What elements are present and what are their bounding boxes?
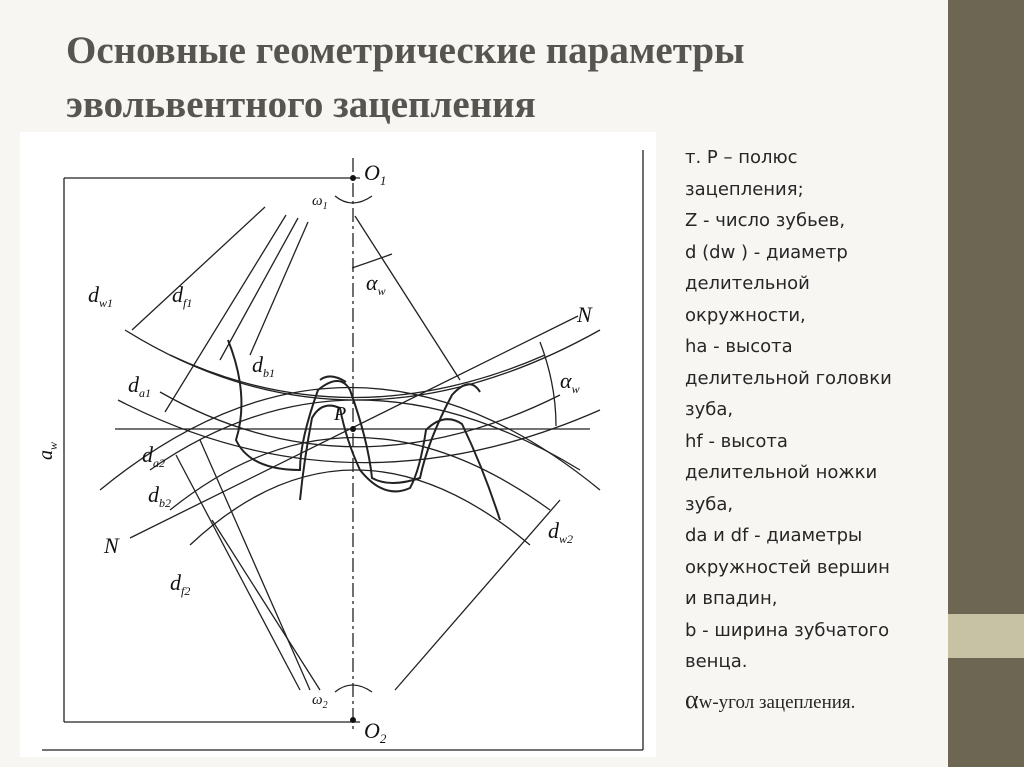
alpha-w-text: w-угол зацепления. — [698, 691, 856, 713]
label-da1: da1 — [128, 372, 151, 400]
db2-circle — [169, 436, 551, 511]
label-omega2: ω2 — [312, 692, 328, 711]
dw2-circle — [99, 387, 601, 491]
da2-circle — [149, 399, 581, 471]
db2-leader — [175, 454, 301, 691]
definitions-list: т. Р – полюс зацепления; Z - число зубье… — [685, 142, 935, 718]
definition-line: зацепления; — [685, 178, 804, 200]
label-p: P — [333, 403, 346, 425]
title-line-2: эвольвентного зацепления — [66, 83, 536, 126]
da1-circle — [159, 391, 561, 448]
pole-p-dot — [350, 426, 356, 432]
db1-leader — [219, 217, 299, 361]
alpha-symbol: α — [685, 684, 699, 714]
alpha-w-ray-top — [354, 215, 461, 381]
label-df2: df2 — [170, 570, 190, 598]
label-da2: da2 — [142, 442, 165, 470]
df2-circle — [189, 469, 531, 546]
definition-line: делительной головки — [685, 367, 892, 389]
label-n-bottom: N — [103, 533, 120, 558]
definition-line: зуба, — [685, 493, 734, 515]
svg-text:aw: aw — [35, 442, 60, 460]
definition-line: hf - высота — [685, 430, 788, 452]
label-alpha-w-top: αw — [366, 270, 386, 298]
label-db1: db1 — [252, 352, 275, 380]
definition-line: окружности, — [685, 304, 806, 326]
definition-line: зуба, — [685, 399, 734, 420]
definition-line: ha - высота — [685, 336, 793, 357]
da2-leader — [199, 439, 311, 691]
da1-leader — [249, 221, 309, 356]
definition-line: т. Р – полюс — [685, 147, 798, 168]
definition-line: d (dw ) - диаметр — [685, 241, 848, 263]
alpha-w-arc-right — [539, 341, 557, 427]
label-dw1: dw1 — [88, 282, 113, 310]
gear-mesh-svg: O1 O2 ω1 ω2 αw αw N N P aw dw1 df1 db1 d… — [35, 150, 644, 751]
df2-leader — [211, 519, 321, 691]
omega2-arrow — [334, 684, 373, 693]
definition-line: и впадин, — [685, 588, 778, 609]
sidebar-accent-light — [948, 614, 1024, 658]
label-alpha-w-right: αw — [560, 368, 580, 396]
slide-title: Основные геометрические параметры эвольв… — [66, 24, 926, 132]
gear1-tooth-profile — [227, 339, 481, 484]
definition-line: делительной ножки — [685, 462, 878, 483]
label-db2: db2 — [148, 482, 171, 510]
label-o1: O1 — [364, 160, 386, 188]
gear1-tooth-tip — [319, 375, 347, 383]
db1-circle — [117, 399, 601, 464]
label-o2: O2 — [364, 718, 387, 746]
omega1-arrow — [334, 195, 373, 204]
label-df1: df1 — [172, 282, 192, 310]
definition-line: венца. — [685, 651, 748, 672]
gear-mesh-diagram: O1 O2 ω1 ω2 αw αw N N P aw dw1 df1 db1 d… — [20, 132, 656, 757]
definition-line: Z - число зубьев, — [685, 210, 846, 231]
label-aw: aw — [35, 442, 60, 460]
alpha-w-arc-top — [351, 253, 393, 269]
dw1-leader — [131, 206, 266, 331]
o2-center-dot — [350, 717, 356, 723]
label-omega1: ω1 — [312, 193, 328, 212]
title-line-1: Основные геометрические параметры — [66, 29, 745, 72]
definition-line: b - ширина зубчатого — [685, 619, 890, 641]
o1-center-dot — [350, 175, 356, 181]
definition-line: делительной — [685, 273, 810, 294]
label-n-top: N — [576, 302, 593, 327]
alpha-w-definition: αw-угол зацепления. — [685, 684, 935, 719]
label-dw2: dw2 — [548, 518, 573, 546]
df1-circle — [169, 354, 546, 399]
dw2-leader — [394, 499, 561, 691]
definition-line: окружностей вершин — [685, 556, 890, 578]
df1-leader — [164, 214, 287, 413]
definition-line: da и df - диаметры — [685, 525, 863, 546]
gear2-tooth-profile — [299, 404, 501, 521]
